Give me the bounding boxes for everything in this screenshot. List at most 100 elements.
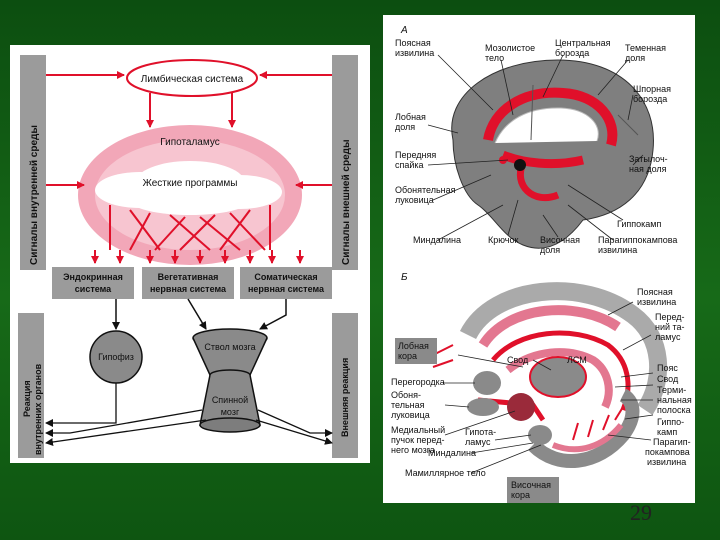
- b-medial-bundle-line2: пучок перед-: [391, 435, 444, 445]
- b-anterior-thal-line1: Перед-: [655, 312, 685, 322]
- brain-b-illustration: [432, 282, 668, 468]
- b-lsm-label: ЛСМ: [567, 355, 587, 365]
- b-anterior-thal-line2: ний та-: [655, 322, 685, 332]
- a-olfactory-line2: луковица: [395, 195, 434, 205]
- internal-signals-bar: [20, 55, 46, 270]
- a-olfactory-line1: Обонятельная: [395, 185, 456, 195]
- figure-b-letter: Б: [401, 272, 408, 283]
- b-hypothalamus-line2: ламус: [465, 437, 491, 447]
- internal-reaction-line2: внутренних органов: [33, 363, 43, 455]
- limbic-function-diagram: Сигналы внутренней среды Сигналы внешней…: [10, 45, 370, 463]
- a-central-sulcus-line2: борозда: [555, 48, 589, 58]
- endocrine-line2: система: [75, 284, 112, 294]
- b-hippocampus-line1: Гиппо-: [657, 417, 684, 427]
- b-fornix-label: Свод: [507, 355, 529, 365]
- limbic-function-svg: Сигналы внутренней среды Сигналы внешней…: [18, 55, 358, 458]
- b-hippocampus-line2: камп: [657, 427, 677, 437]
- a-corpus-callosum-line1: Мозолистое: [485, 43, 535, 53]
- b-medial-bundle-line3: него мозга: [391, 445, 435, 455]
- a-cingulate-line1: Поясная: [395, 38, 431, 48]
- brainstem-label: Ствол мозга: [204, 342, 255, 352]
- spinal-line2: мозг: [221, 407, 240, 417]
- external-reaction-label: Внешняя реакция: [340, 358, 350, 437]
- a-uncus-label: Крючок: [488, 235, 518, 245]
- b-medial-bundle-line1: Медиальный: [391, 425, 445, 435]
- a-hippocampus-label: Гиппокамп: [617, 219, 661, 229]
- b-cingulate-line2: извилина: [637, 297, 676, 307]
- b-parahippocampal-line1: Парагип-: [653, 437, 691, 447]
- vegetative-line2: нервная система: [150, 284, 227, 294]
- b-anterior-thal-line3: ламус: [655, 332, 681, 342]
- a-parietal-line1: Теменная: [625, 43, 666, 53]
- endocrine-line1: Эндокринная: [63, 272, 123, 282]
- brain-b-leader-lines: [443, 301, 654, 474]
- external-signals-label: Сигналы внешней среды: [341, 139, 352, 265]
- b-terminal-line1: Терми-: [657, 385, 686, 395]
- limbic-system-oval: [126, 59, 258, 97]
- brain-a-leader-lines: [427, 54, 644, 241]
- internal-signals-label: Сигналы внутренней среды: [29, 125, 40, 265]
- brainstem-spinal-shape: [192, 328, 268, 433]
- b-olfactory-line2: тельная: [391, 400, 425, 410]
- a-calcarine-line2: борозда: [633, 94, 667, 104]
- b-frontal-cortex-line2: кора: [398, 351, 417, 361]
- internal-reaction-line1: Реакция: [22, 380, 32, 417]
- a-parahippocampal-line1: Парагиппокампова: [598, 235, 677, 245]
- a-temporal-line1: Височная: [540, 235, 580, 245]
- b-olfactory-line1: Обоня-: [391, 390, 421, 400]
- a-anterior-commissure-line1: Передняя: [395, 150, 436, 160]
- vegetative-line1: Вегетативная: [158, 272, 219, 282]
- somatic-system-box: [240, 267, 332, 299]
- a-parahippocampal-line2: извилина: [598, 245, 637, 255]
- brain-anatomy-svg: А Поясная извилина Мозолистое тело Центр…: [391, 25, 692, 503]
- b-hypothalamus-line1: Гипота-: [465, 427, 496, 437]
- b-terminal-line2: нальная: [657, 395, 692, 405]
- a-frontal-line1: Лобная: [395, 112, 426, 122]
- a-anterior-commissure-line2: спайка: [395, 160, 424, 170]
- temporal-cortex-box: [507, 477, 559, 503]
- brain-anatomy-figure: А Поясная извилина Мозолистое тело Центр…: [383, 15, 695, 503]
- b-amygdala-label: Миндалина: [428, 448, 476, 458]
- a-calcarine-line1: Шпорная: [633, 84, 671, 94]
- b-mamillary-label: Мамиллярное тело: [405, 468, 486, 478]
- somatic-line1: Соматическая: [254, 272, 317, 282]
- a-temporal-line2: доля: [540, 245, 560, 255]
- b-belt-label: Пояс: [657, 363, 678, 373]
- b-parahippocampal-line3: извилина: [647, 457, 686, 467]
- b-parahippocampal-line2: покампова: [645, 447, 690, 457]
- frontal-cortex-box: [395, 338, 437, 364]
- a-corpus-callosum-line2: тело: [485, 53, 504, 63]
- page-number: 29: [630, 500, 652, 525]
- brain-a-illustration: [451, 59, 654, 249]
- a-amygdala-label: Миндалина: [413, 235, 461, 245]
- a-occipital-line2: ная доля: [629, 164, 667, 174]
- b-temporal-cortex-line2: кора: [511, 490, 530, 500]
- endocrine-system-box: [52, 267, 134, 299]
- rigid-programs-cloud: [95, 161, 282, 215]
- rigid-programs-label: Жесткие программы: [143, 178, 238, 189]
- a-occipital-line1: Затылоч-: [629, 154, 668, 164]
- b-cingulate-line1: Поясная: [637, 287, 673, 297]
- b-terminal-line3: полоска: [657, 405, 691, 415]
- a-central-sulcus-line1: Центральная: [555, 38, 611, 48]
- external-signals-bar: [332, 55, 358, 270]
- limbic-system-label: Лимбическая система: [141, 73, 244, 85]
- external-reaction-bar: [332, 313, 358, 458]
- vegetative-system-box: [142, 267, 234, 299]
- b-olfactory-line3: луковица: [391, 410, 430, 420]
- internal-reaction-bar: [18, 313, 44, 458]
- program-output-arrowheads: [91, 250, 304, 264]
- output-arrows: [45, 383, 333, 446]
- hypothalamus-label: Гипоталамус: [160, 137, 220, 148]
- spinal-line1: Спинной: [212, 395, 248, 405]
- b-temporal-cortex-line1: Височная: [511, 480, 551, 490]
- pituitary-label: Гипофиз: [98, 352, 134, 362]
- b-frontal-cortex-line1: Лобная: [398, 341, 429, 351]
- arrow-somatic-to-brainstem: [259, 299, 287, 330]
- program-output-lines: [109, 205, 271, 251]
- arrow-vegetative-to-brainstem: [187, 298, 207, 330]
- figure-a-letter: А: [400, 25, 408, 36]
- somatic-line2: нервная система: [248, 284, 325, 294]
- a-cingulate-line2: извилина: [395, 48, 434, 58]
- a-parietal-line2: доля: [625, 53, 645, 63]
